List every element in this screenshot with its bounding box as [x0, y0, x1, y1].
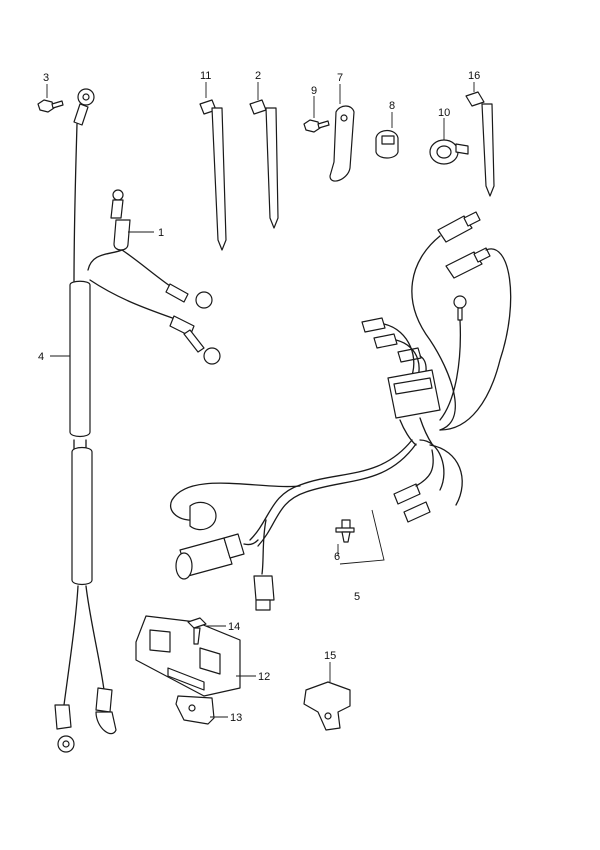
callout-8: 8 [389, 100, 395, 112]
callout-16: 16 [468, 70, 480, 82]
callout-4: 4 [38, 351, 44, 363]
part-9-bolt [303, 119, 330, 133]
callout-labels: 3 11 2 9 7 8 10 16 1 4 6 5 14 12 13 15 [38, 70, 480, 724]
callout-14: 14 [228, 621, 240, 633]
part-15-bracket [303, 681, 351, 731]
callout-1: 1 [158, 227, 164, 239]
part-1-terminal-branch [87, 189, 221, 365]
callout-6: 6 [334, 551, 340, 563]
callout-12: 12 [258, 671, 270, 683]
callout-7: 7 [337, 72, 343, 84]
part-4-battery-cable [54, 88, 117, 753]
part-5-main-harness [170, 211, 512, 611]
part-12-bracket [135, 615, 241, 697]
callout-2: 2 [255, 70, 261, 82]
part-11-cable-tie [199, 99, 227, 251]
part-14-screw [187, 617, 207, 645]
callout-15: 15 [324, 650, 336, 662]
part-7-clamp [329, 105, 355, 182]
callout-10: 10 [438, 107, 450, 119]
callout-11: 11 [200, 70, 211, 82]
part-10-clamp [429, 139, 469, 165]
part-2-cable-tie [249, 99, 279, 229]
part-8-clip [375, 129, 399, 159]
part-3-bolt [37, 99, 64, 113]
callout-3: 3 [43, 72, 49, 84]
part-13-plate [175, 695, 215, 725]
callout-5: 5 [354, 591, 360, 603]
callout-9: 9 [311, 85, 317, 97]
callout-13: 13 [230, 712, 242, 724]
leader-lines [46, 82, 475, 718]
part-6-pin [335, 519, 355, 543]
part-16-cable-tie [465, 91, 495, 197]
